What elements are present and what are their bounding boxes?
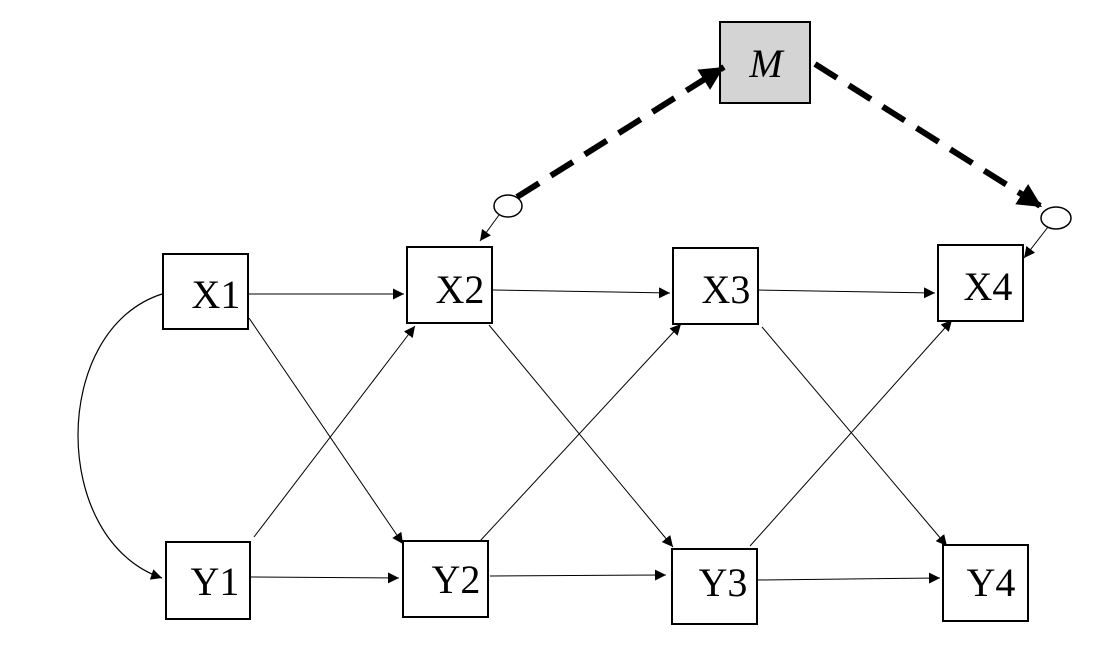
- path-y3-x4: [749, 319, 953, 547]
- node-x3-label: X3: [702, 267, 751, 312]
- node-y3-box: [671, 548, 758, 625]
- node-y4: Y4: [942, 544, 1029, 622]
- path-y1-y2: [249, 572, 400, 584]
- node-x4: X4: [937, 244, 1024, 322]
- node-x3-box: [672, 247, 759, 325]
- path-x2-x3: [492, 287, 671, 299]
- node-x2-box: [406, 246, 493, 324]
- covariance-x1-y1: [77, 285, 175, 580]
- node-y4-box: [942, 544, 1029, 622]
- node-x4-label: X4: [964, 264, 1013, 309]
- node-y4-label: Y4: [967, 560, 1016, 605]
- node-x4-box: [937, 244, 1024, 322]
- node-x2-label: X2: [436, 267, 485, 312]
- node-y1-box: [165, 541, 251, 620]
- node-y2-box: [402, 540, 489, 618]
- path-x2-y3: [488, 324, 674, 548]
- node-x1-label: X1: [192, 272, 241, 317]
- moderation-link-x4: [1023, 226, 1049, 259]
- node-y3-label: Y3: [699, 560, 748, 605]
- node-x3: X3: [672, 247, 759, 325]
- moderator-box: [719, 21, 811, 104]
- path-y3-y4: [756, 572, 941, 584]
- path-x3-x4: [757, 287, 936, 299]
- node-x1-box: [162, 253, 249, 330]
- node-y1-label: Y1: [191, 559, 240, 604]
- node-x2: X2: [406, 246, 493, 324]
- moderation-circle-x2: [493, 194, 523, 218]
- moderation-link-x2: [479, 214, 500, 242]
- node-y3: Y3: [671, 548, 758, 625]
- node-y1: Y1: [165, 541, 251, 620]
- moderation-circle-x4: [1040, 206, 1072, 230]
- node-m: M: [719, 21, 811, 104]
- moderation-arrow-to-x4-path: [813, 61, 1044, 210]
- path-x1-y2: [248, 317, 404, 545]
- path-y2-y3: [489, 569, 667, 581]
- path-x3-y4: [761, 326, 948, 547]
- node-y2-label: Y2: [432, 557, 481, 602]
- node-y2: Y2: [402, 540, 489, 618]
- path-y1-x2: [253, 325, 416, 538]
- moderation-arrow-to-x2-path: [515, 64, 726, 200]
- path-y2-x3: [479, 323, 682, 542]
- node-x1: X1: [162, 253, 249, 330]
- moderator-label: M: [748, 41, 785, 86]
